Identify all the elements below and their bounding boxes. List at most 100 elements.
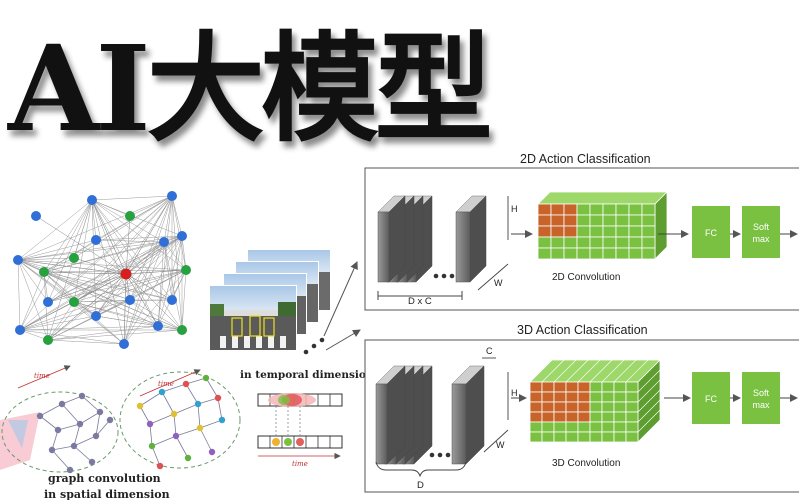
cube-cell (553, 381, 567, 393)
graph-network (13, 191, 191, 349)
fc-block-2d (692, 206, 730, 258)
dot (303, 349, 309, 355)
skeleton-joint (106, 416, 114, 424)
cube-cell (565, 431, 579, 443)
grid-cell (615, 214, 630, 227)
heading-2d: 2D Action Classification (520, 152, 651, 166)
graph-edge (17, 199, 93, 261)
arrow-to-2d (323, 261, 358, 337)
graph-edge (91, 199, 165, 243)
graph-edge (43, 271, 49, 303)
graph-node (177, 325, 187, 335)
grid-cell (563, 203, 578, 216)
graph-node (15, 325, 25, 335)
graph-node (91, 311, 101, 321)
dxc-label: D x C (408, 296, 432, 307)
page-title: AI大模型 (8, 19, 493, 158)
conv-label-3d: 3D Convolution (552, 458, 620, 469)
grid-cell (576, 214, 591, 227)
cube-cell (613, 421, 627, 433)
cube-cell (601, 381, 615, 393)
graph-edge (129, 235, 183, 301)
graph-edge (43, 195, 173, 273)
cube-cell (625, 381, 639, 393)
grid-cell (537, 225, 552, 238)
graph-edge (17, 241, 165, 261)
graph-edge (181, 235, 187, 271)
cube-cell (613, 381, 627, 393)
skeleton-edge (95, 419, 111, 437)
skeleton-edge (217, 397, 223, 421)
skeleton-joint (92, 432, 100, 440)
graph-edge (129, 241, 165, 301)
graph-edge (17, 259, 131, 301)
skeleton-joint (66, 466, 74, 474)
graph-node (69, 297, 79, 307)
skeleton-edge (79, 411, 101, 425)
graph-edge (43, 241, 165, 273)
graph-node (177, 231, 187, 241)
graph-edge (125, 241, 165, 275)
skeleton-edge (199, 419, 223, 429)
graph-edge (91, 199, 125, 345)
cube-cell (625, 401, 639, 413)
graph-edge (129, 299, 183, 331)
graph-edge (95, 269, 187, 317)
graph-edge (91, 199, 187, 271)
graph-edge (171, 195, 183, 331)
graph-edge (95, 299, 131, 317)
grid-cell (628, 225, 643, 238)
grid-cell (628, 214, 643, 227)
graph-node (43, 335, 53, 345)
graph-edge (19, 315, 97, 331)
graph-edge (47, 329, 183, 341)
skeleton-edge (73, 435, 97, 447)
slab-front (377, 211, 390, 283)
soft-label-2d: Soft (753, 222, 770, 232)
video-frame-front (209, 285, 297, 351)
cube-cell (625, 431, 639, 443)
skeleton-edge (151, 445, 161, 467)
graph-node (39, 267, 49, 277)
fc-block-3d (692, 372, 730, 424)
cube-cell (577, 381, 591, 393)
graph-edge (95, 239, 127, 275)
grid-cell (537, 203, 552, 216)
soft-label-3d: Soft (753, 388, 770, 398)
skeleton-joint (208, 448, 216, 456)
graph-node (153, 321, 163, 331)
skeleton-edge (73, 423, 81, 447)
graph-edge (17, 259, 97, 317)
grid-cell (576, 236, 591, 249)
cube-cell (577, 401, 591, 413)
cube-cell (541, 421, 555, 433)
skeleton-joint (184, 454, 192, 462)
graph-edge (47, 301, 75, 341)
skeleton-edge (51, 445, 75, 451)
graph-node (13, 255, 23, 265)
grid-cell (602, 236, 617, 249)
graph-edge (95, 273, 127, 317)
grid-cell (537, 247, 552, 260)
graph-edge (95, 195, 173, 317)
skeleton-joint (136, 402, 144, 410)
cube-cell (589, 421, 603, 433)
cube-cell (553, 411, 567, 423)
input-slabs-2d (377, 195, 433, 283)
graph-edge (123, 269, 187, 345)
cube-cell (541, 401, 555, 413)
cube-cell (529, 421, 543, 433)
graph-edge (95, 315, 183, 331)
graph-edge (125, 273, 183, 331)
graph-edge (125, 235, 183, 275)
temporal-timeline: time (257, 393, 343, 468)
grid-cell (537, 236, 552, 249)
grid-cell (576, 225, 591, 238)
cube-cell (529, 391, 543, 403)
cube-cell (553, 391, 567, 403)
panel-3d: 3D Action Classification D C H W 3D Conv… (364, 323, 799, 493)
skeleton-edge (39, 403, 63, 417)
cube-cell (565, 391, 579, 403)
cube-cell (625, 391, 639, 403)
skeleton-edge (39, 415, 59, 431)
